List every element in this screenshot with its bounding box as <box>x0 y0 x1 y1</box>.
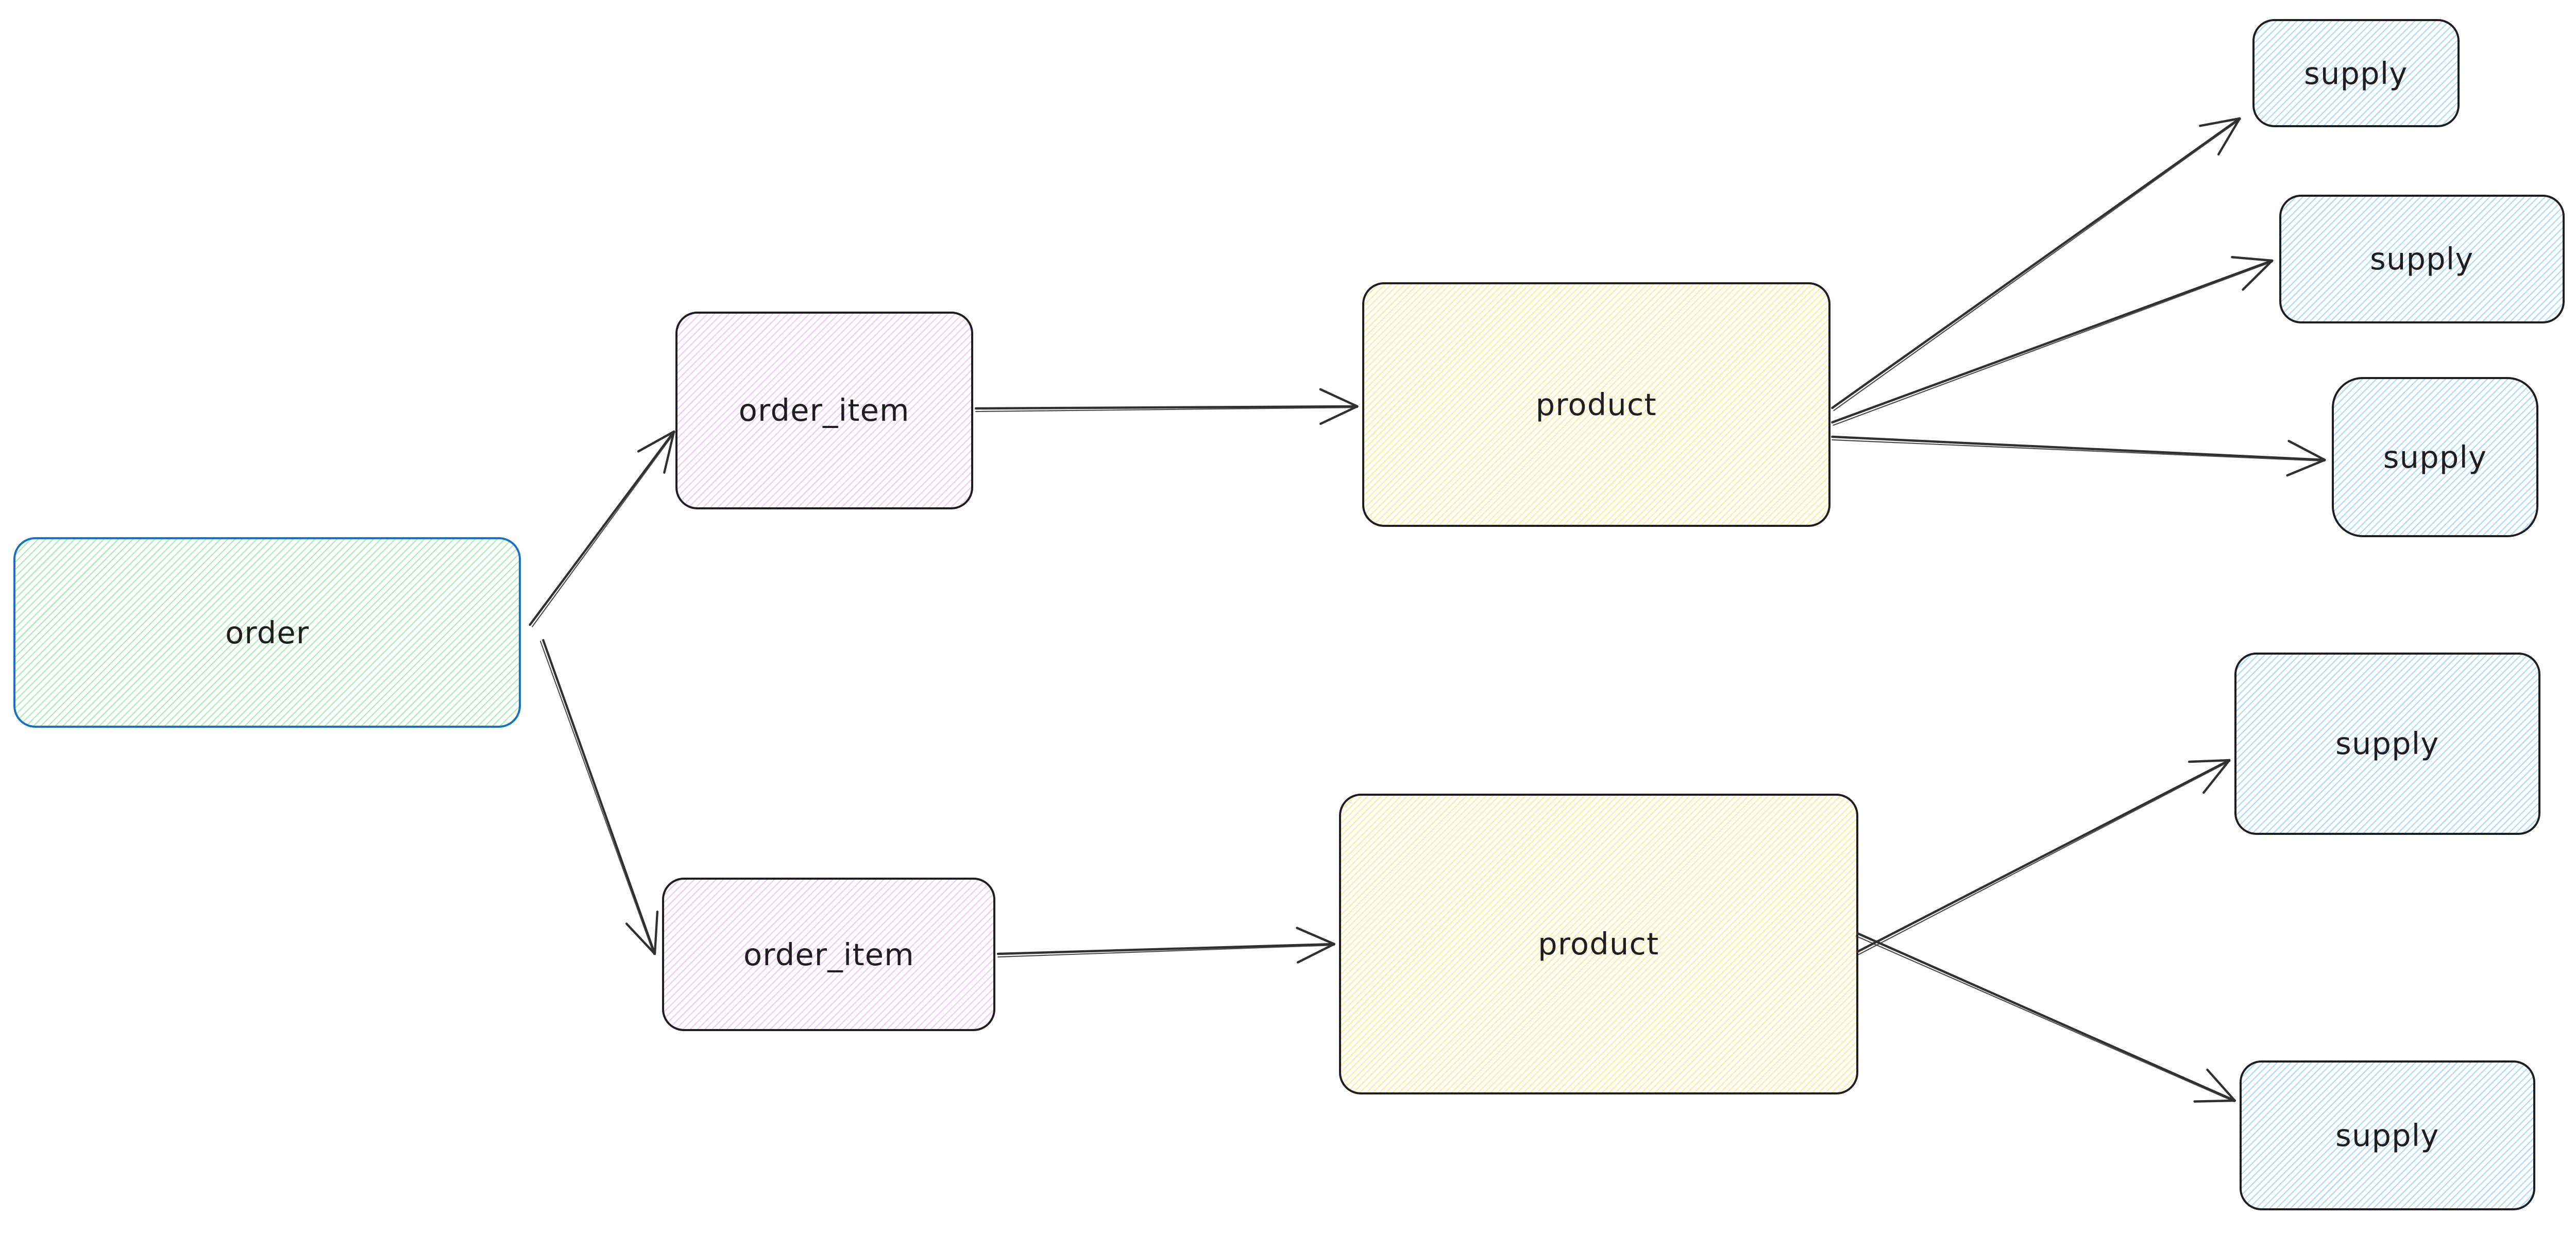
node-supply-5[interactable]: supply <box>2239 1060 2535 1211</box>
node-product-2[interactable]: product <box>1339 794 1858 1094</box>
node-product-1-label: product <box>1535 386 1657 422</box>
arrow-order-item-1-to-product-1[interactable] <box>974 388 1359 425</box>
arrow-order-to-order-item-2[interactable] <box>539 639 659 955</box>
node-supply-1[interactable]: supply <box>2252 19 2460 128</box>
node-order-item-2-label: order_item <box>743 936 914 972</box>
node-order[interactable]: order <box>13 537 521 728</box>
arrow-product-1-to-supply-1[interactable] <box>1831 117 2241 412</box>
node-supply-2-label: supply <box>2370 241 2474 277</box>
arrow-product-2-to-supply-4[interactable] <box>1856 759 2231 955</box>
arrow-order-to-order-item-1[interactable] <box>529 430 675 627</box>
arrow-product-1-to-supply-3[interactable] <box>1831 435 2326 477</box>
node-supply-3[interactable]: supply <box>2331 377 2538 538</box>
node-supply-4[interactable]: supply <box>2234 652 2540 835</box>
node-order-item-2[interactable]: order_item <box>662 878 996 1032</box>
node-order-item-1-label: order_item <box>738 392 910 429</box>
node-product-2-label: product <box>1538 926 1659 962</box>
arrow-product-1-to-supply-2[interactable] <box>1831 255 2274 426</box>
node-supply-3-label: supply <box>2383 439 2487 475</box>
node-supply-5-label: supply <box>2335 1118 2439 1154</box>
node-supply-2[interactable]: supply <box>2279 195 2565 323</box>
node-order-label: order <box>225 614 310 650</box>
node-product-1[interactable]: product <box>1362 282 1831 527</box>
node-supply-4-label: supply <box>2335 726 2439 762</box>
node-order-item-1[interactable]: order_item <box>675 311 973 509</box>
arrow-order-item-2-to-product-2[interactable] <box>996 927 1335 964</box>
arrow-product-2-to-supply-5[interactable] <box>1855 932 2236 1103</box>
node-supply-1-label: supply <box>2304 55 2408 91</box>
